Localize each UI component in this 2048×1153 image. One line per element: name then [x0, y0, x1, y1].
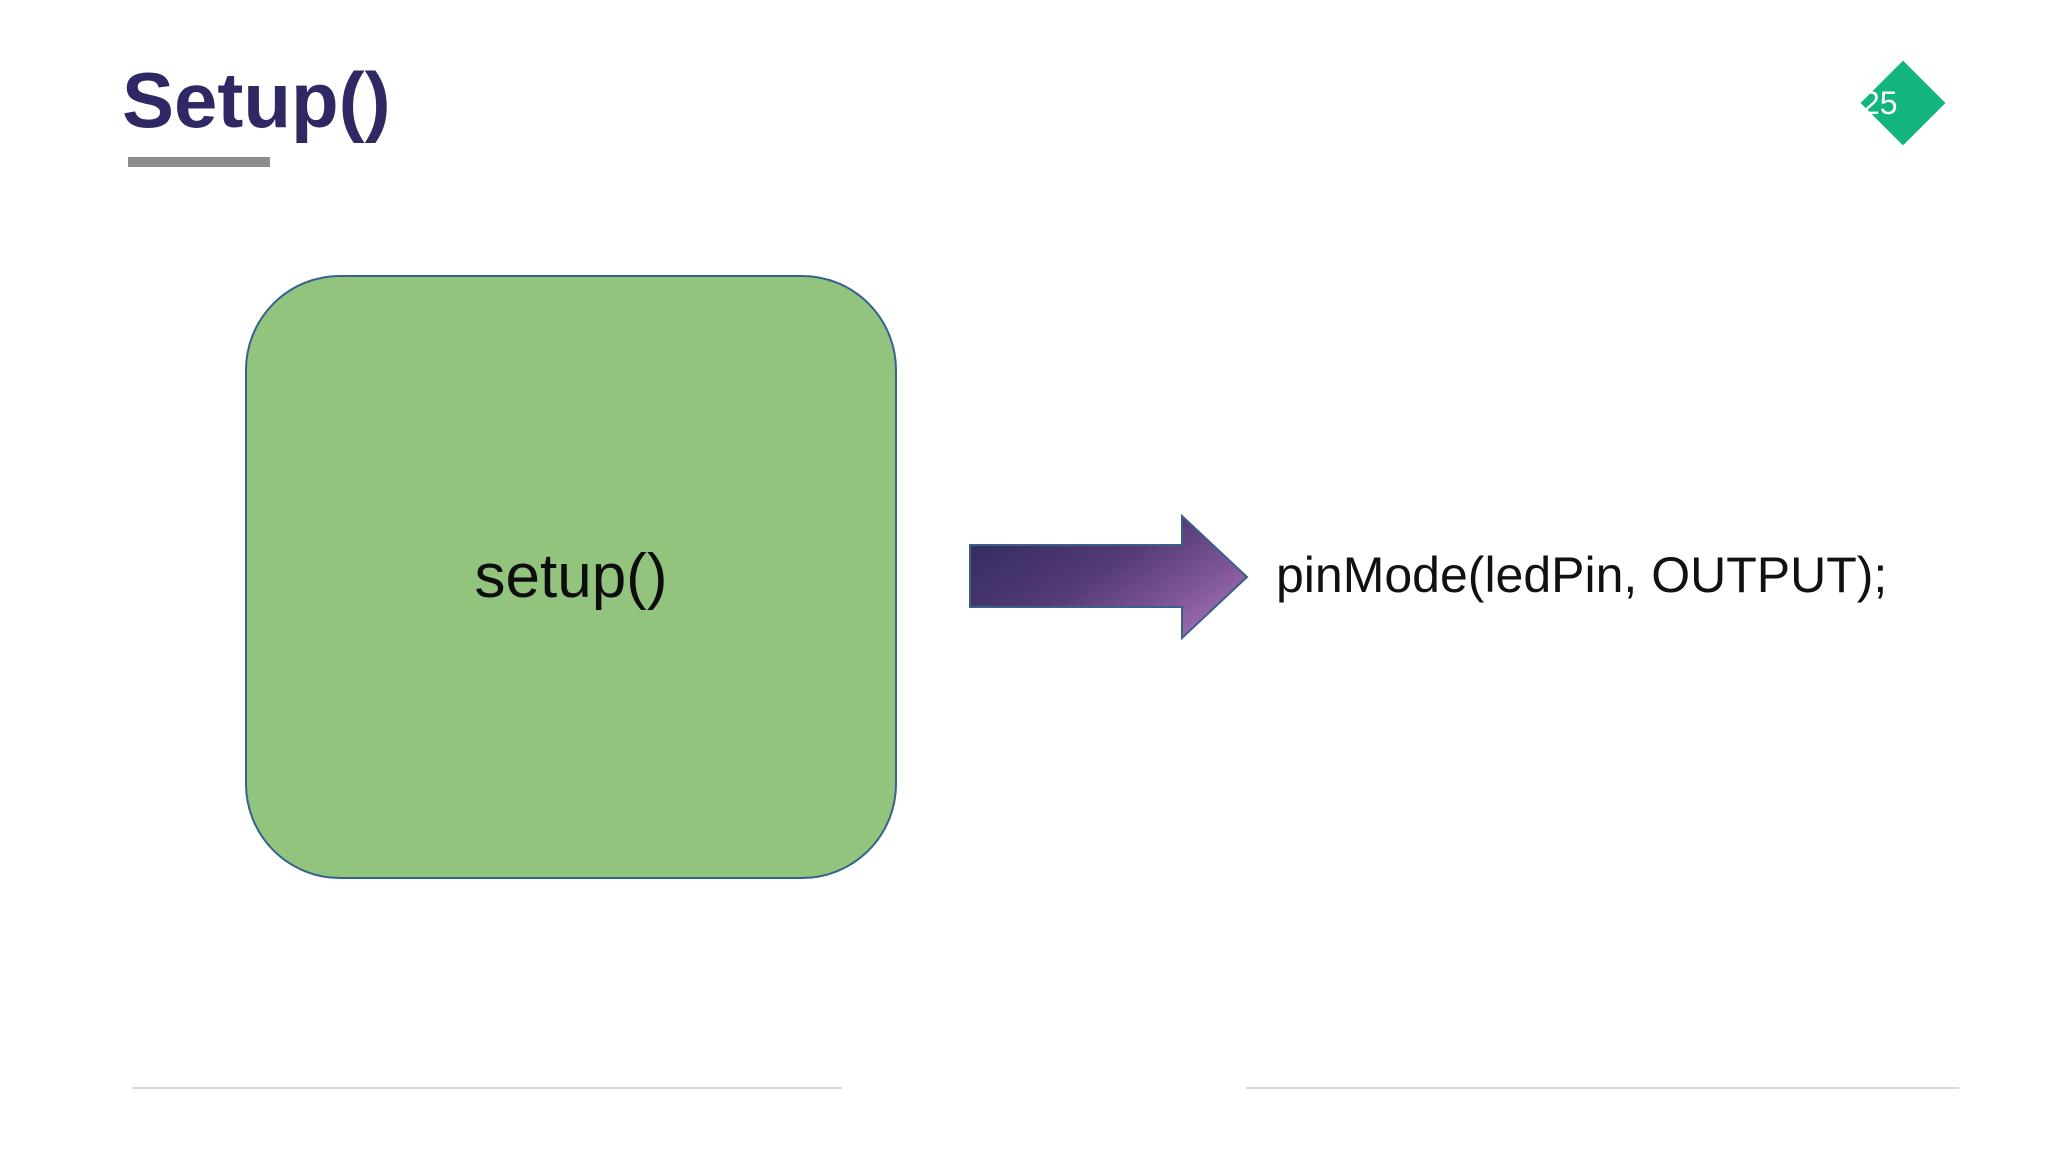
title-underline	[128, 157, 270, 167]
setup-box-label: setup()	[474, 541, 668, 611]
footer-line-left	[132, 1087, 842, 1089]
setup-function-box: setup()	[245, 275, 897, 879]
slide-title: Setup()	[122, 56, 391, 144]
page-number: 25	[1862, 85, 1898, 121]
code-text: pinMode(ledPin, OUTPUT);	[1276, 547, 1888, 603]
footer-line-right	[1246, 1087, 1959, 1089]
right-arrow-icon	[969, 514, 1249, 640]
